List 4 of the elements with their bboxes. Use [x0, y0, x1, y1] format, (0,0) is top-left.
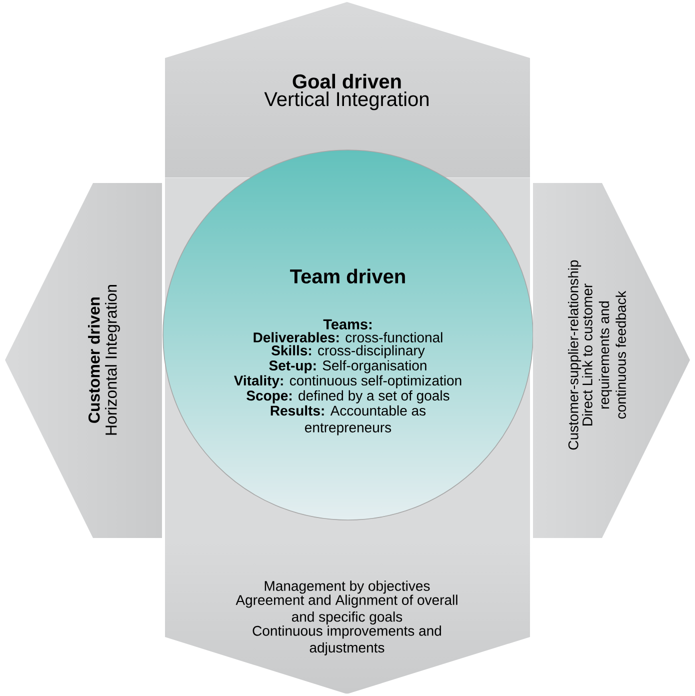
down-arrow: Management by objectives Agreement and Alignment of overall and specific goals Continuous improvements and adjustments — [236, 580, 458, 656]
up-arrow: Goal driven Vertical Integration — [264, 74, 428, 110]
left-arrow: Customer driven Horizontal Integration — [88, 285, 120, 435]
right-arrow: Customer-supplier-relationship Direct Link to customer requirements and continuous feedback — [568, 260, 626, 450]
